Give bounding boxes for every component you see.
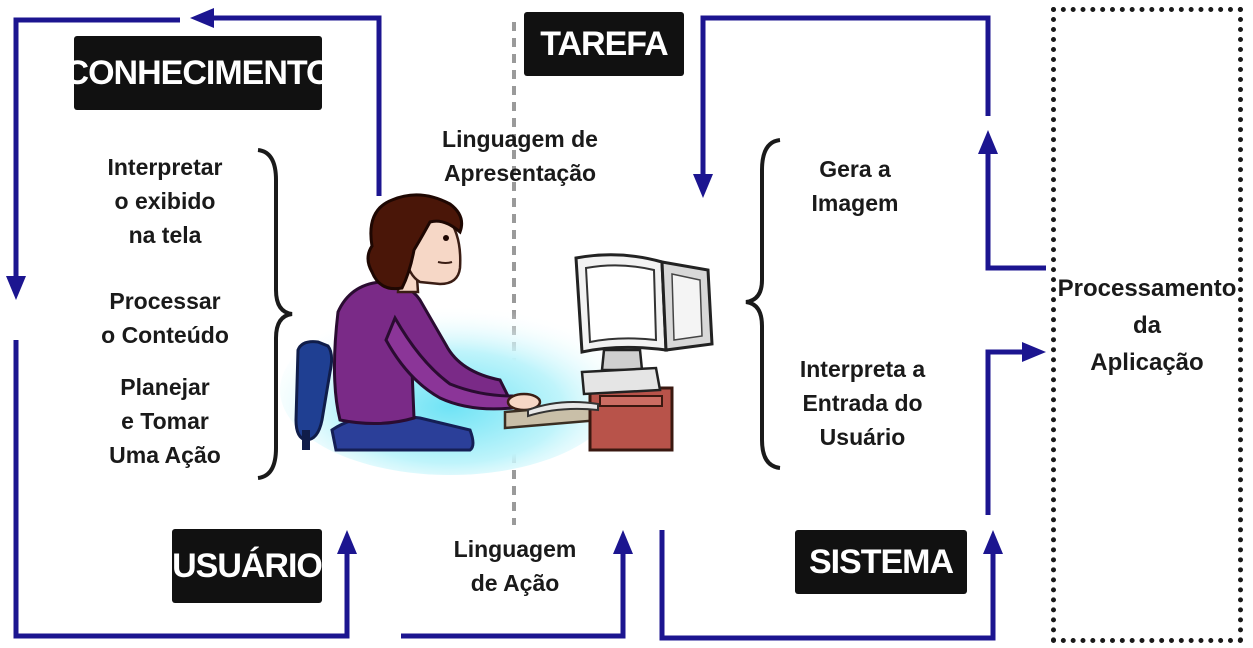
arrowhead-up-action [613, 530, 633, 554]
arrowhead-up-top-right [978, 130, 998, 154]
text-line: e Tomar [121, 408, 209, 434]
text-line: Aplicação [1090, 348, 1204, 376]
text-line: Interpretar [107, 154, 223, 180]
text-line: Gera a [819, 156, 891, 182]
text-line: Entrada do [802, 390, 923, 416]
text-line: Linguagem de [442, 126, 598, 152]
text-line: da [1132, 311, 1161, 339]
text-line: de Ação [470, 570, 560, 596]
arrowhead-left-top [190, 8, 214, 28]
label-usuario: USUÁRIO [172, 529, 323, 603]
arrowhead-right-app [1022, 342, 1046, 362]
arrowhead-up-sistema [983, 530, 1003, 554]
arrowhead-down-image [693, 174, 713, 198]
user-action-process: Processar o Conteúdo [70, 284, 260, 352]
user-action-plan: Planejar e Tomar Uma Ação [70, 370, 260, 472]
text-line: o Conteúdo [101, 322, 229, 348]
action-language-path [401, 548, 626, 639]
label-sistema: SISTEMA [795, 530, 967, 594]
text-line: Planejar [120, 374, 210, 400]
right-brace [745, 138, 781, 470]
text-line: Apresentação [443, 160, 597, 186]
system-loop [659, 15, 1046, 641]
text-line: Imagem [811, 190, 899, 216]
label-conhecimento: CONHECIMENTO [65, 36, 332, 110]
application-processing-box: Processamento da Aplicação [1051, 7, 1243, 643]
action-language-label: Linguagem de Ação [430, 532, 600, 600]
text-line: o exibido [114, 188, 216, 214]
label-tarefa: TAREFA [524, 12, 684, 76]
text-line: na tela [128, 222, 202, 248]
arrowhead-down-left [6, 276, 26, 300]
system-action-interpret-input: Interpreta a Entrada do Usuário [775, 352, 950, 454]
text-line: Linguagem [453, 536, 577, 562]
text-line: Processamento [1057, 274, 1237, 302]
person-at-computer-illustration [280, 193, 714, 475]
presentation-language-label: Linguagem de Apresentação [420, 122, 620, 190]
left-brace [257, 148, 293, 480]
text-line: Interpreta a [799, 356, 926, 382]
system-action-generate-image: Gera a Imagem [770, 152, 940, 220]
user-knowledge-loop [13, 15, 382, 639]
user-action-interpret: Interpretar o exibido na tela [75, 150, 255, 252]
text-line: Uma Ação [109, 442, 221, 468]
text-line: Usuário [819, 424, 906, 450]
arrowhead-up-usuario [337, 530, 357, 554]
text-line: Processar [109, 288, 221, 314]
application-processing-text: Processamento da Aplicação [1058, 270, 1237, 381]
